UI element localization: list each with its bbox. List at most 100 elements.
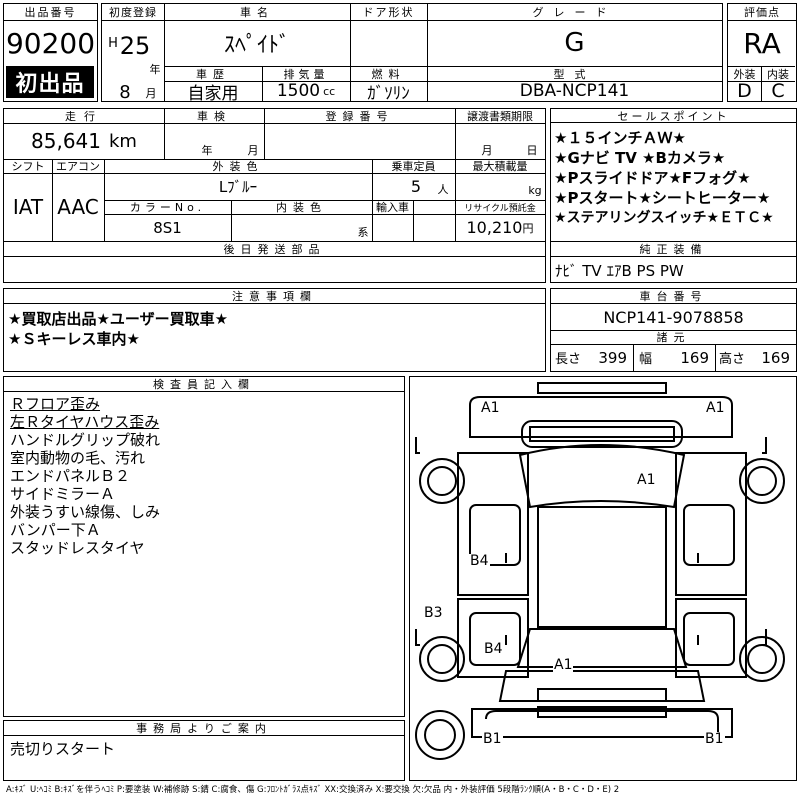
max-load-header: 最大積載量 (472, 160, 528, 173)
exterior-color-header: 外装色 (212, 160, 264, 173)
exterior-score-header: 外装 (733, 67, 756, 81)
note-line: ★Ｓキーレス車内★ (8, 330, 140, 348)
inspection-header: 車検 (197, 110, 231, 123)
inspector-line: ハンドルグリップ破れ (10, 431, 161, 449)
reg-month-unit: 月 (145, 87, 157, 100)
damage-mark-rear-right: B1 (704, 731, 725, 747)
transfer-month-unit: 月 (481, 144, 493, 157)
sales-points-box: セールスポイント ★１５インチＡＷ★ ★Gナビ TV ★Bカメラ★ ★Pスライド… (550, 108, 797, 283)
notes-header: 注意事項欄 (4, 289, 545, 304)
car-name-header: 車名 (240, 6, 274, 19)
recycle-header: リサイクル預託金 (464, 203, 536, 214)
later-parts-value (4, 256, 545, 282)
capacity-header: 乗車定員 (391, 160, 436, 173)
sales-point-line: ★１５インチＡＷ★ (554, 129, 686, 147)
import-header: 輸入車 (376, 201, 409, 214)
later-parts-header: 後日発送部品 (223, 242, 326, 256)
width-label: 幅 (639, 352, 653, 367)
height-cell: 高さ 169 (715, 344, 796, 371)
chassis-box: 車台番号 NCP141-9078858 諸元 長さ 399 幅 169 高さ 1… (550, 288, 797, 372)
inspector-box: 検査員記入欄 Ｒフロア歪み 左Ｒタイヤハウス歪み ハンドルグリップ破れ 室内動物… (3, 376, 405, 717)
color-no-header: カラーNo. (129, 201, 206, 214)
inspector-line: サイドミラーＡ (10, 485, 116, 503)
sales-point-line: ★Pスライドドア★Fフォグ★ (554, 169, 751, 187)
notes-box: 注意事項欄 ★買取店出品★ユーザー買取車★ ★Ｓキーレス車内★ (3, 288, 546, 372)
interior-score: C (771, 80, 785, 102)
reg-number-header: 登録番号 (325, 110, 394, 123)
equipment-value: ﾅﾋﾞ TV ｴｱB PS PW (555, 262, 684, 280)
fuel-value: ｶﾞｿﾘﾝ (367, 83, 410, 104)
inspector-line: 外装うすい線傷、しみ (10, 503, 161, 521)
mileage-header: 走行 (65, 110, 103, 123)
capacity-value: 5 (410, 177, 422, 196)
registration-header: 初度登録 (109, 6, 157, 19)
car-outline-diagram (415, 382, 785, 760)
inspection-month-unit: 月 (247, 144, 259, 157)
damage-diagram: A1 A1 A1 B4 B3 B4 A1 B1 B1 (409, 376, 797, 781)
chassis-number: NCP141-9078858 (603, 307, 744, 327)
history-value: 自家用 (187, 83, 239, 104)
width-value: 169 (680, 348, 709, 367)
equipment-header: 純正装備 (639, 242, 708, 256)
office-header: 事務局よりご案内 (4, 721, 404, 736)
sales-points-list: ★１５インチＡＷ★ ★Gナビ TV ★Bカメラ★ ★Pスライドドア★Fフォグ★ … (554, 129, 774, 229)
displacement-value: 1500 cc (262, 81, 350, 101)
dimensions-header: 諸元 (656, 331, 691, 344)
score-header: 評価点 (728, 4, 796, 21)
note-line: ★買取店出品★ユーザー買取車★ (8, 310, 229, 328)
office-box: 事務局よりご案内 売切りスタート (3, 720, 405, 781)
model-value: DBA-NCP141 (519, 81, 630, 101)
length-label: 長さ (555, 352, 582, 367)
damage-mark-left-rear: B4 (483, 641, 504, 657)
transfer-header: 譲渡書類期限 (467, 110, 533, 123)
damage-mark-left-door: B4 (469, 553, 490, 569)
vehicle-detail-box: 走行 85,641 km 車検 年 月 登録番号 譲渡書類期限 月 日 シフト … (3, 108, 546, 283)
car-name: ｽﾍﾟｲﾄﾞ (223, 33, 290, 58)
grade-header: グレード (532, 6, 617, 19)
model-header: 型式 (553, 67, 596, 81)
reg-era: H (108, 35, 118, 51)
inspector-list: Ｒフロア歪み 左Ｒタイヤハウス歪み ハンドルグリップ破れ 室内動物の毛、汚れ エ… (10, 395, 160, 557)
mileage-unit: km (109, 130, 137, 152)
interior-color-unit: 系 (357, 226, 369, 239)
mileage-number: 85,641 (31, 129, 101, 153)
shift-header: シフト (11, 160, 45, 173)
length-cell: 長さ 399 (551, 344, 633, 371)
damage-mark-front-left: A1 (480, 400, 501, 416)
aircon-header: エアコン (56, 160, 100, 173)
lot-header: 出品番号 (4, 4, 97, 21)
length-value: 399 (598, 348, 627, 367)
recycle-unit: 円 (522, 221, 534, 235)
inspection-year-unit: 年 (201, 144, 213, 157)
height-label: 高さ (719, 352, 746, 367)
recycle-value: 10,210 円 (455, 214, 545, 241)
damage-mark-front-right: A1 (705, 400, 726, 416)
max-load-unit: kg (528, 183, 542, 197)
sales-points-header: セールスポイント (551, 109, 796, 123)
first-listing-badge: 初出品 (6, 66, 94, 98)
history-header: 車歴 (196, 67, 230, 81)
sales-point-line: ★Pスタート★シートヒーター★ (554, 189, 771, 207)
notes-list: ★買取店出品★ユーザー買取車★ ★Ｓキーレス車内★ (8, 310, 228, 350)
damage-mark-roof: A1 (636, 472, 657, 488)
mileage-value: 85,641 km (4, 123, 164, 159)
door-header: ドア形状 (362, 6, 415, 19)
fuel-header: 燃料 (371, 67, 406, 81)
exterior-color-value: Lﾌﾞﾙｰ (218, 178, 258, 196)
inspector-line: 室内動物の毛、汚れ (10, 449, 146, 467)
interior-score-header: 内装 (767, 67, 789, 81)
inspector-line: 左Ｒタイヤハウス歪み (10, 413, 160, 431)
legend-text: A:ｷｽﾞ U:ﾍｺﾐ B:ｷｽﾞを伴うﾍｺﾐ P:要塗装 W:補修跡 S:錆 … (6, 785, 620, 795)
damage-mark-rear-left: B1 (482, 731, 503, 747)
shift-value: IAT (12, 195, 44, 219)
sales-point-line: ★Gナビ TV ★Bカメラ★ (554, 149, 726, 167)
lot-box: 出品番号 90200 初出品 (3, 3, 98, 102)
inspector-line: Ｒフロア歪み (10, 395, 101, 413)
capacity-unit: 人 (437, 183, 449, 196)
transfer-day-unit: 日 (526, 144, 538, 157)
inspector-line: バンパー下Ａ (10, 521, 101, 539)
color-no-value: 8S1 (153, 218, 182, 237)
aircon-value: AAC (57, 195, 99, 219)
recycle-amount: 10,210 (466, 218, 523, 237)
office-value: 売切りスタート (10, 740, 116, 758)
